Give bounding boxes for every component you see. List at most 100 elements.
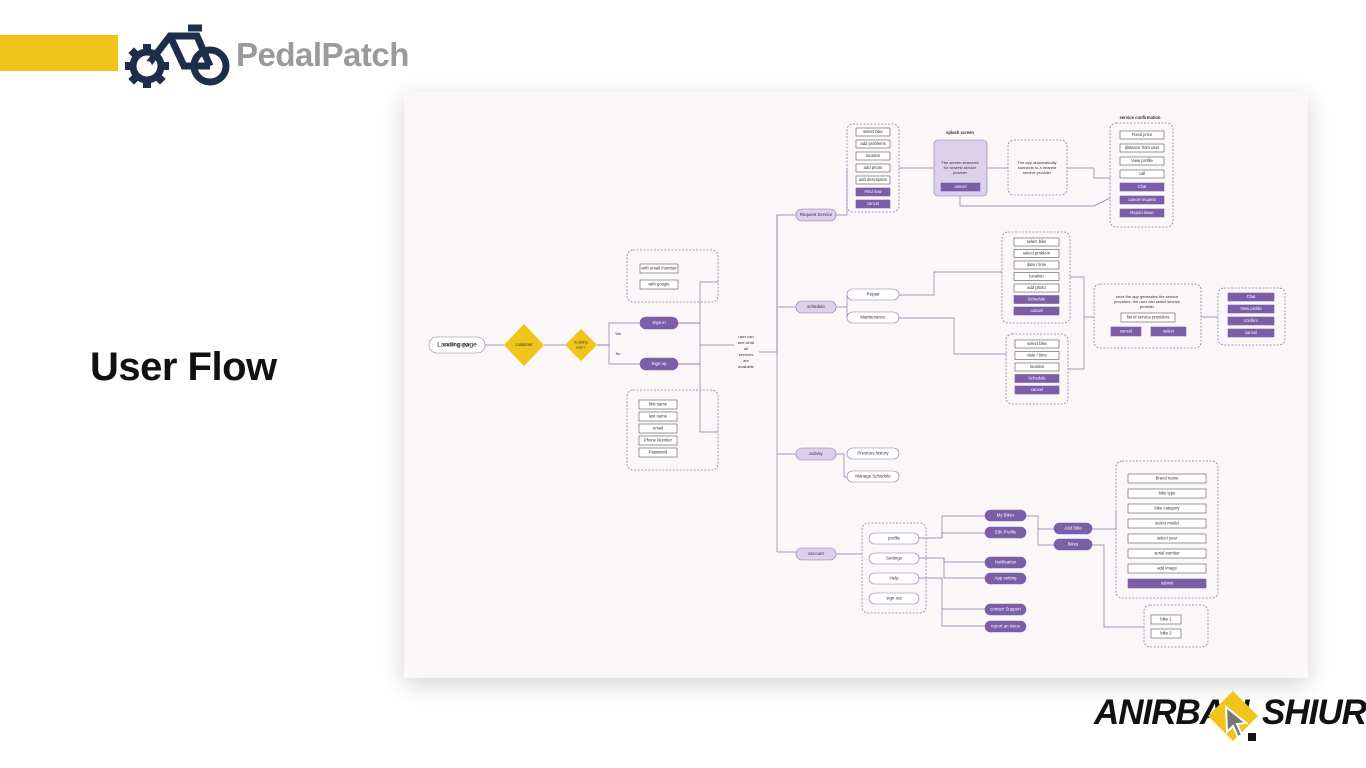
confirm-item-4[interactable] [1119,182,1165,192]
connector-line [919,515,985,539]
bike-list-item-0-label: bike 1 [1160,617,1172,622]
home-note: services [739,352,754,357]
settings-item-1-label: App setting [995,576,1018,581]
account-item-1-label: Settings [886,556,903,561]
help-item-0[interactable] [984,603,1027,616]
repair-item-5[interactable] [1013,295,1060,304]
bike-action-0[interactable] [1053,522,1093,535]
signin-option-1[interactable] [639,279,679,290]
request-item-6[interactable] [855,199,891,209]
connector-line [836,168,848,216]
bike-form-item-7[interactable] [1127,578,1207,589]
manage-schedule-node[interactable] [846,470,900,483]
signup-field-0[interactable] [638,399,678,410]
bike-form-item-3[interactable] [1127,518,1207,529]
bike-form-item-0[interactable] [1127,473,1207,484]
repair-item-3-label: location [1029,274,1044,279]
signin-option-1-label: with google [648,282,670,287]
repair-item-6[interactable] [1013,306,1060,316]
chat-item-0[interactable] [1227,292,1275,302]
provider-cancel-button[interactable] [1110,326,1142,337]
splash-cancel-button[interactable] [940,182,981,192]
maintenance-item-4[interactable] [1014,385,1060,395]
connector-line [759,214,796,353]
confirm-item-5-label: cancel request [1128,197,1156,202]
request-item-4-label: add description [859,177,888,182]
splash-title: splash screen [946,130,974,135]
signup-field-1[interactable] [638,411,678,422]
bike-form-item-4[interactable] [1127,533,1207,544]
bike-list-item-1[interactable] [1150,628,1182,639]
provider-select-button[interactable] [1150,326,1187,337]
request-item-5[interactable] [855,187,891,197]
signin-options-group [626,249,719,303]
maintenance-item-2[interactable] [1014,362,1060,372]
request-item-3[interactable] [855,163,891,173]
confirm-item-5[interactable] [1119,195,1165,205]
previous-history-node[interactable] [846,447,900,460]
account-item-1[interactable] [868,552,920,565]
bike-form-item-5[interactable] [1127,548,1207,559]
bike-action-1[interactable] [1053,538,1093,551]
request-item-0[interactable] [855,127,891,137]
connector-line [1026,515,1054,530]
bike-form-item-6[interactable] [1127,563,1207,574]
maintenance-item-2-label: location [1030,364,1045,369]
no-connector [597,344,640,365]
chat-item-3[interactable] [1227,328,1275,338]
request-item-2[interactable] [855,151,891,161]
request-item-0-label: select bike [863,129,883,134]
confirm-item-0[interactable] [1119,130,1165,140]
signup-field-2-label: email [653,426,663,431]
confirm-item-3[interactable] [1119,169,1165,179]
signin-option-0[interactable] [639,263,679,274]
repair-item-0-label: select bike [1027,239,1047,244]
help-item-1[interactable] [984,620,1027,633]
profile-item-0[interactable] [984,509,1027,522]
chat-item-2[interactable] [1227,316,1275,326]
maintenance-item-1-label: date / time [1027,353,1047,358]
confirm-item-4-label: Chat [1138,184,1148,189]
confirm-title: service confirmation [1120,115,1161,120]
confirm-item-2[interactable] [1119,156,1165,166]
profile-item-1[interactable] [984,526,1027,539]
settings-item-0[interactable] [984,556,1027,569]
auto-connect-text: The app automatically [1017,160,1056,165]
signup-field-4[interactable] [638,447,678,458]
repair-item-3[interactable] [1013,272,1060,281]
repair-item-1[interactable] [1013,249,1060,258]
repair-item-4[interactable] [1013,283,1060,293]
repair-item-1-label: select problem [1023,251,1051,256]
request-item-1-label: add problems [860,141,885,146]
account-item-3[interactable] [868,592,920,605]
maintenance-node[interactable] [846,311,900,324]
request-item-4[interactable] [855,175,891,185]
request-item-1[interactable] [855,139,891,149]
profile-item-1-label: Edit Profile [995,530,1017,535]
provider-list[interactable] [1120,312,1176,323]
signup-field-3[interactable] [638,435,678,446]
bike-form-item-1-label: bike type [1159,491,1176,496]
maintenance-item-3[interactable] [1014,374,1060,383]
account-item-3-label: sign out [886,596,902,601]
confirm-item-1[interactable] [1119,143,1165,153]
account-item-0[interactable] [868,532,920,545]
signup-field-2[interactable] [638,423,678,434]
confirm-item-6[interactable] [1119,208,1165,218]
settings-item-1[interactable] [984,572,1027,585]
repair-item-5-label: Schedule [1028,297,1046,302]
maintenance-item-1[interactable] [1014,351,1060,360]
bike-list-item-0[interactable] [1150,614,1182,625]
repair-item-2[interactable] [1013,260,1060,270]
repair-item-0[interactable] [1013,237,1060,247]
chat-item-1[interactable] [1227,304,1275,314]
bike-form-item-2[interactable] [1127,503,1207,514]
maintenance-item-0[interactable] [1014,339,1060,349]
account-item-0-label: profile [888,536,901,541]
account-item-2[interactable] [868,572,920,585]
bike-form-item-1[interactable] [1127,488,1207,499]
bike-form-item-4-label: select year [1157,536,1178,541]
author-logo: ANIRBAN SHIUR [1094,691,1366,749]
repair-node[interactable] [846,288,900,301]
